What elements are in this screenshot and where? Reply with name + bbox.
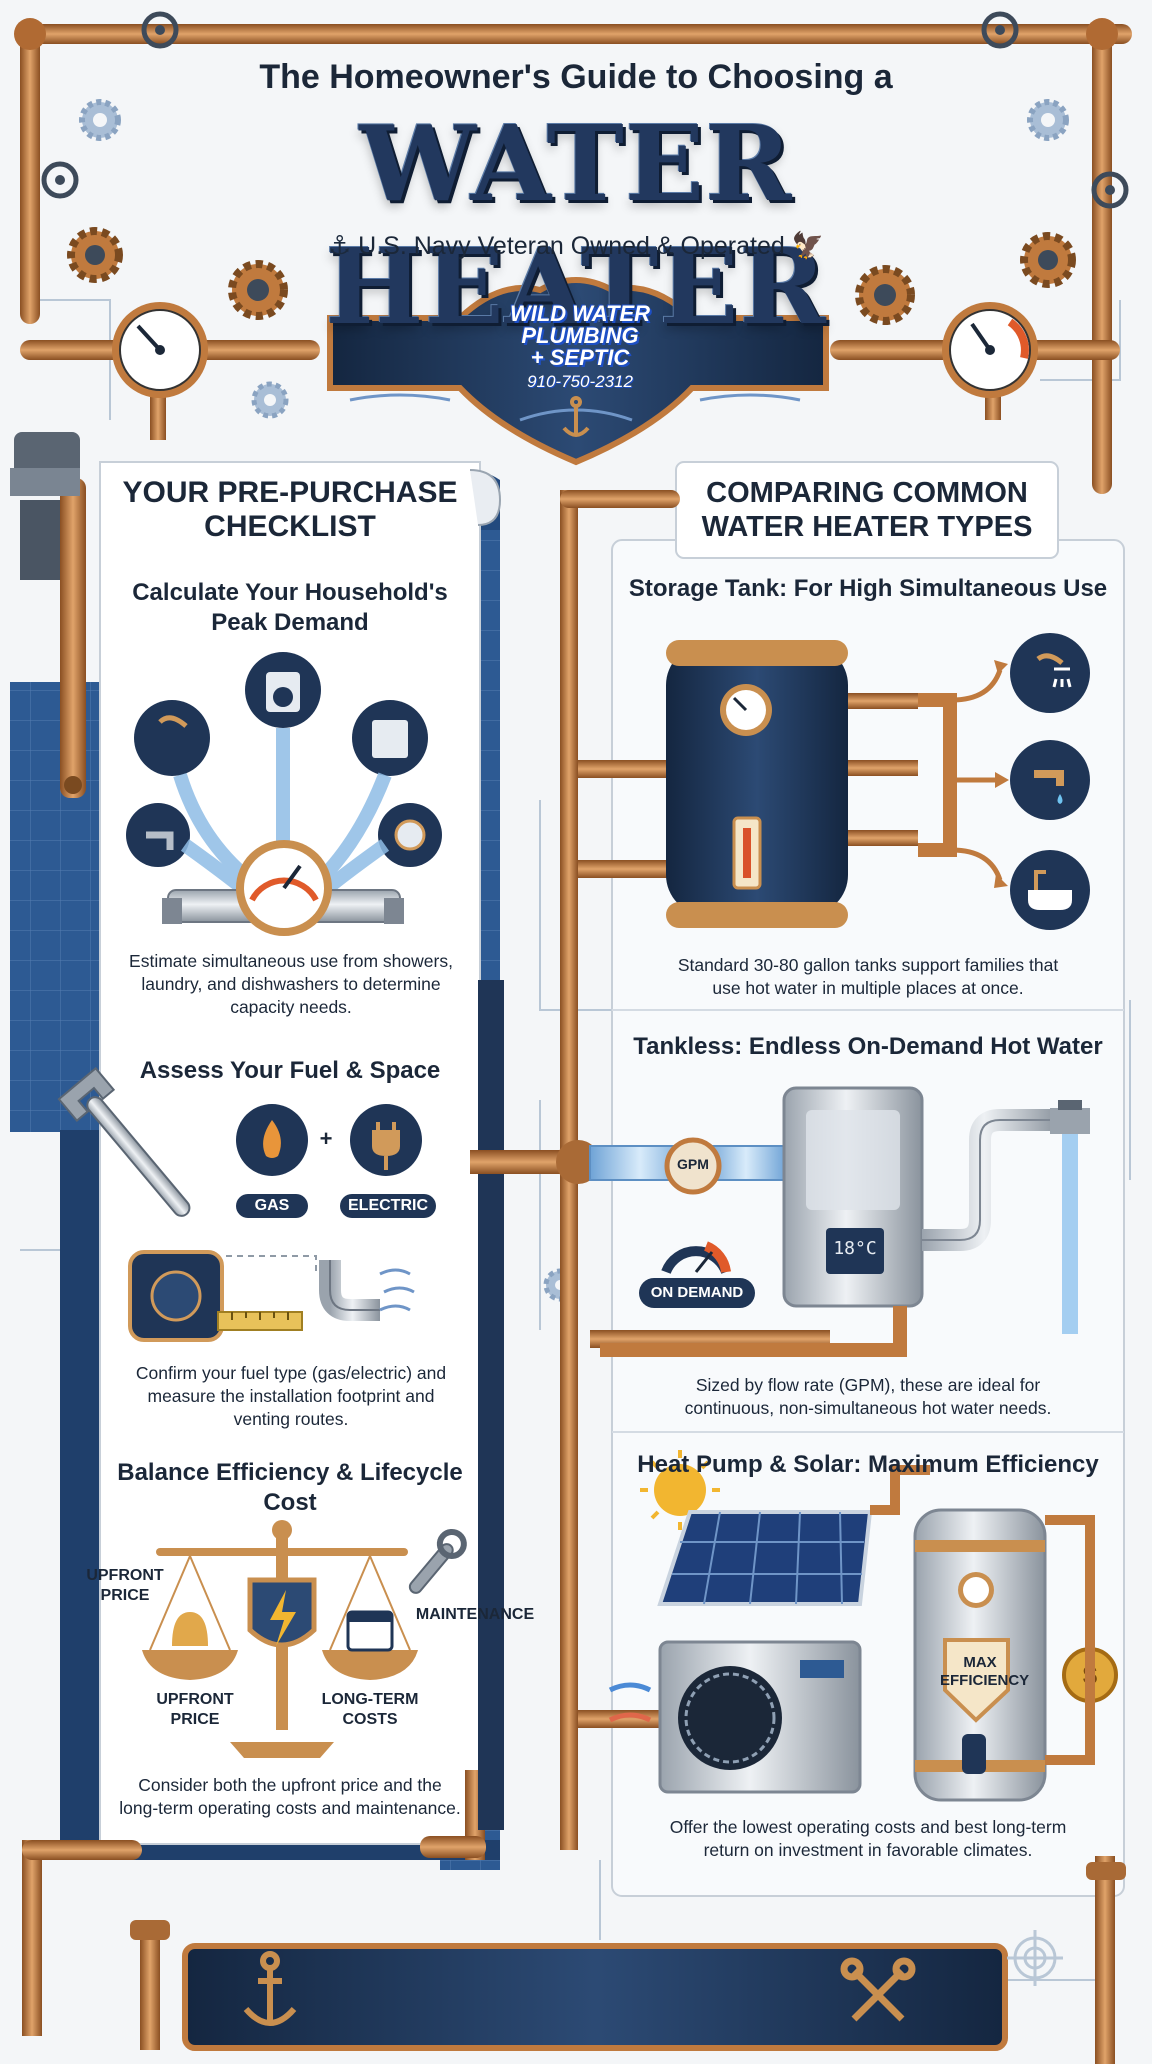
bottom-banner	[130, 1856, 1126, 2064]
fuel-plus-sign: +	[319, 1126, 333, 1151]
desc-line: capacity needs.	[230, 997, 352, 1017]
dishwasher-icon	[372, 720, 408, 758]
tankless-title: Tankless: Endless On-Demand Hot Water	[633, 1033, 1103, 1060]
checklist-heading-line-1: YOUR PRE-PURCHASE	[122, 476, 458, 509]
money-bag-icon	[172, 1612, 208, 1646]
label-line: COSTS	[342, 1711, 398, 1728]
anchor-small-icon: ⚓	[327, 230, 352, 260]
comparison-heading: COMPARING COMMON WATER HEATER TYPES	[680, 476, 1054, 544]
eagle-icon: 🦅	[791, 230, 825, 260]
label-long-term-costs: LONG-TERM COSTS	[320, 1690, 420, 1730]
tagline-text: U.S. Navy Veteran Owned & Operated	[358, 232, 785, 260]
storage-tank-title: Storage Tank: For High Simultaneous Use	[628, 575, 1108, 602]
pressure-gauge-icons	[112, 302, 1038, 398]
storage-tank-illustration	[666, 633, 1090, 930]
pipe-wrench-icon	[10, 432, 86, 798]
heat-pump-solar-description: Offer the lowest operating costs and bes…	[616, 1816, 1120, 1862]
label-line: UPFRONT	[156, 1691, 234, 1708]
tankless-description: Sized by flow rate (GPM), these are idea…	[616, 1374, 1120, 1420]
heat-pump-solar-illustration: $	[608, 1450, 1118, 1802]
desc-line: measure the installation footprint and	[147, 1386, 435, 1406]
label-upfront-price-top: UPFRONT PRICE	[80, 1566, 170, 1606]
section-efficiency-cost-title: Balance Efficiency & Lifecycle Cost	[117, 1459, 463, 1516]
storage-tank-description: Standard 30-80 gallon tanks support fami…	[616, 954, 1120, 1000]
tankless-heater-illustration	[589, 1086, 1090, 1357]
logo-line-1: WILD WATER	[509, 301, 651, 326]
max-efficiency-badge: MAX EFFICIENCY	[940, 1654, 1030, 1690]
badge-line: EFFICIENCY	[940, 1672, 1030, 1689]
logo-banner	[327, 277, 829, 466]
tankless-display-readout: 18°C	[833, 1238, 877, 1259]
maintenance-wrench-icon	[408, 1528, 467, 1594]
sink-faucet-icon	[146, 831, 174, 850]
section-peak-demand-title: Calculate Your Household's Peak Demand	[110, 578, 470, 638]
desc-line: long-term operating costs and maintenanc…	[119, 1798, 461, 1818]
logo-line-2: PLUMBING	[521, 323, 639, 348]
shower-small-icon	[158, 715, 188, 728]
vent-pipe-icon	[319, 1260, 415, 1321]
left-pipe-frame	[22, 980, 504, 2036]
desc-line: Offer the lowest operating costs and bes…	[669, 1817, 1067, 1837]
company-phone: 910-750-2312	[527, 372, 633, 391]
on-demand-badge: ON DEMAND	[650, 1284, 744, 1301]
header-pipe-frame	[14, 11, 1132, 494]
desc-line: use hot water in multiple places at once…	[712, 978, 1024, 998]
section-peak-demand-description: Estimate simultaneous use from showers, …	[106, 950, 476, 1019]
veteran-tagline: ⚓ U.S. Navy Veteran Owned & Operated 🦅	[300, 230, 852, 261]
fuel-gas-label: GAS	[254, 1197, 290, 1214]
company-logo: WILD WATER PLUMBING + SEPTIC	[490, 303, 670, 369]
peak-demand-illustration	[126, 652, 442, 936]
dishes-icon	[394, 819, 426, 851]
desc-line: laundry, and dishwashers to determine	[141, 974, 441, 994]
background-schematic-lines	[20, 299, 1131, 1981]
checklist-heading-line-2: CHECKLIST	[204, 510, 376, 543]
faucet-icon	[1010, 740, 1090, 820]
tape-measure-icon	[128, 1250, 303, 1342]
section-fuel-space-description: Confirm your fuel type (gas/electric) an…	[106, 1362, 476, 1431]
guide-subtitle: The Homeowner's Guide to Choosing a	[259, 58, 893, 96]
gpm-gauge-label: GPM	[677, 1156, 709, 1172]
adjustable-wrench-icon	[57, 1066, 191, 1217]
desc-line: Consider both the upfront price and the	[138, 1775, 442, 1795]
comparison-heading-line-1: COMPARING COMMON	[706, 477, 1028, 509]
label-line: PRICE	[170, 1711, 220, 1728]
label-line: LONG-TERM	[321, 1691, 419, 1708]
section-efficiency-cost-description: Consider both the upfront price and the …	[100, 1774, 480, 1820]
section-fuel-space-title: Assess Your Fuel & Space	[139, 1057, 441, 1084]
gear-icons	[67, 99, 1076, 1302]
badge-line: MAX	[963, 1654, 997, 1671]
desc-line: return on investment in favorable climat…	[703, 1840, 1033, 1860]
balance-scale-illustration	[142, 1520, 467, 1758]
section-title-line: Calculate Your Household's	[132, 579, 448, 606]
fuel-space-illustration	[57, 1066, 436, 1342]
shower-icon	[1010, 633, 1090, 713]
label-upfront-price-bottom: UPFRONT PRICE	[150, 1690, 240, 1730]
desc-line: Sized by flow rate (GPM), these are idea…	[695, 1375, 1041, 1395]
label-line: PRICE	[100, 1587, 150, 1604]
section-title-line: Peak Demand	[211, 609, 369, 636]
logo-line-3: + SEPTIC	[530, 345, 630, 370]
comparison-heading-line-2: WATER HEATER TYPES	[701, 511, 1033, 543]
heat-pump-solar-title: Heat Pump & Solar: Maximum Efficiency	[637, 1451, 1099, 1478]
page-title: WATER HEATER	[325, 102, 827, 348]
anchor-icon	[243, 1951, 297, 2026]
desc-line: continuous, non-simultaneous hot water n…	[684, 1398, 1052, 1418]
desc-line: Estimate simultaneous use from showers,	[129, 951, 453, 971]
desc-line: Standard 30-80 gallon tanks support fami…	[677, 955, 1059, 975]
fuel-electric-label: ELECTRIC	[348, 1197, 428, 1214]
bathtub-icon	[1010, 850, 1090, 930]
desc-line: Confirm your fuel type (gas/electric) an…	[135, 1363, 447, 1383]
label-maintenance: MAINTENANCE	[415, 1606, 535, 1623]
checklist-heading: YOUR PRE-PURCHASE CHECKLIST	[110, 476, 470, 544]
crossed-wrenches-icon	[840, 1957, 916, 2022]
desc-line: venting routes.	[233, 1409, 349, 1429]
label-line: UPFRONT	[86, 1567, 164, 1584]
